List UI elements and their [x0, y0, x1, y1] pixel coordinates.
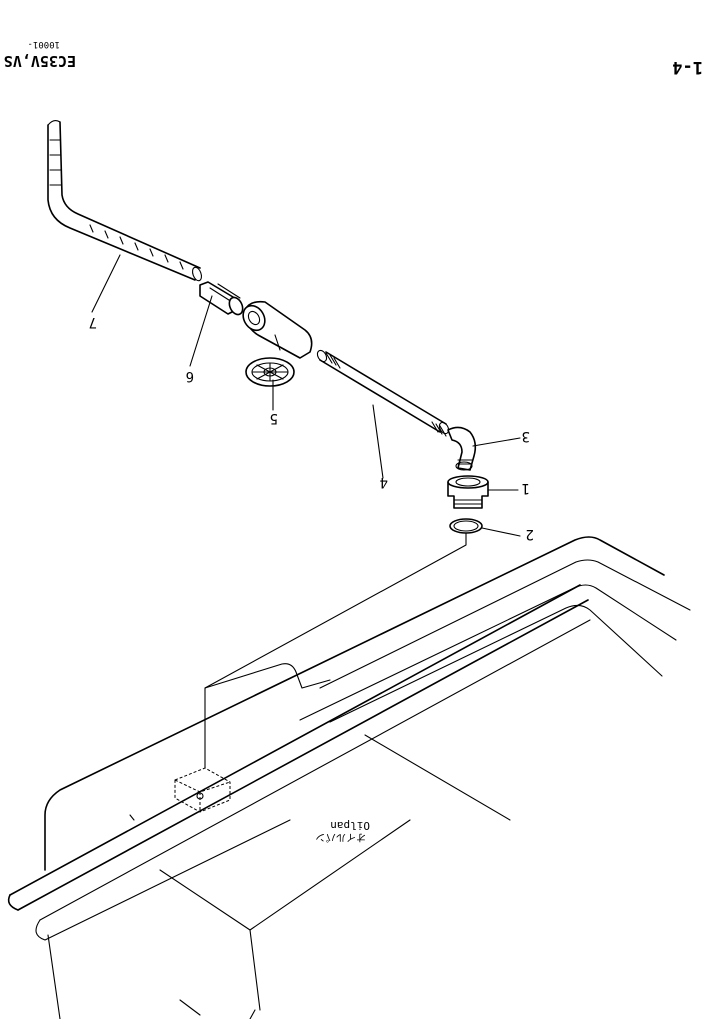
nipple-part-6 — [199, 281, 244, 316]
oil-pan-tank: オイルパン Oilpan — [7, 536, 691, 1019]
model-label: EC35V,VS — [4, 52, 76, 70]
part-label-4: 4 — [380, 474, 388, 490]
leaders — [91, 254, 521, 537]
part-label-3: 3 — [522, 428, 530, 444]
part-label-5: 5 — [270, 410, 278, 426]
o-ring-part-2 — [449, 518, 483, 534]
hose-part-7 — [47, 119, 203, 282]
hose-hatching — [49, 139, 184, 270]
part-label-7: 7 — [89, 314, 97, 330]
part-labels: 1 2 3 4 5 6 7 — [89, 314, 534, 542]
pipe-part-4 — [316, 349, 450, 437]
header: EC35V,VS 10001- 1-4 — [4, 39, 703, 77]
part-label-1: 1 — [522, 480, 530, 496]
adapter-part-1 — [447, 475, 489, 509]
filler-port-hidden — [174, 767, 231, 813]
valve-part-5 — [242, 300, 313, 387]
routing-line — [204, 532, 467, 769]
serial-label: 10001- — [27, 39, 60, 49]
page-ref: 1-4 — [672, 57, 703, 77]
part-label-6: 6 — [186, 368, 194, 384]
elbow-part-3 — [447, 426, 477, 471]
tank-label-japanese: オイルパン — [316, 831, 367, 843]
part-label-2: 2 — [526, 526, 534, 542]
tank-label-english: Oilpan — [330, 819, 370, 832]
